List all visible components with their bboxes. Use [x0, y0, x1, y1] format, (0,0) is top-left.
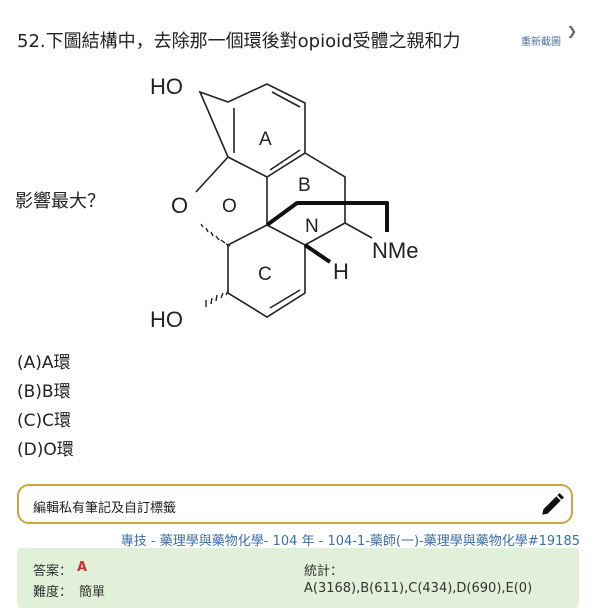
stats-label: 統計：	[304, 564, 344, 579]
pencil-icon	[542, 493, 564, 515]
ho-top-label: HO	[150, 74, 183, 99]
answer-value: A	[77, 560, 88, 575]
option-b[interactable]: (B)B環	[17, 382, 71, 402]
ring-a-label: A	[259, 129, 272, 150]
answer-label: 答案：	[33, 564, 73, 579]
option-d[interactable]: (D)O環	[17, 440, 74, 460]
source-link[interactable]: 專技 - 藥理學與藥物化學- 104 年 - 104-1-藥師(一)-藥理學與藥…	[120, 534, 580, 549]
edit-note-button[interactable]: 編輯私有筆記及自訂標籤	[17, 484, 573, 524]
ring-b-label: B	[298, 175, 311, 196]
ho-bottom-label: HO	[150, 307, 183, 332]
ring-o-label: O	[222, 196, 237, 217]
option-a[interactable]: (A)A環	[17, 353, 71, 373]
ring-c-label: C	[258, 264, 272, 285]
answer-panel: 答案： A 難度： 簡單 統計： A(3168),B(611),C(434),D…	[17, 548, 579, 608]
question-title: 52.下圖結構中，去除那一個環後對opioid受體之親和力	[17, 31, 461, 52]
difficulty-value: 簡單	[79, 585, 106, 600]
ring-n-label: N	[305, 216, 319, 237]
recapture-link[interactable]: 重新截圖	[521, 37, 561, 48]
difficulty-label: 難度：	[33, 585, 73, 600]
stats-value: A(3168),B(611),C(434),D(690),E(0)	[304, 581, 533, 596]
chevron-down-icon[interactable]: ❯	[567, 24, 578, 38]
question-continuation: 影響最大？	[15, 191, 105, 212]
morphine-structure: HO O HO A B O N C NMe H	[150, 74, 418, 332]
oxygen-label: O	[171, 193, 188, 218]
edit-note-label: 編輯私有筆記及自訂標籤	[33, 501, 177, 516]
h-label: H	[333, 259, 349, 284]
option-c[interactable]: (C)C環	[17, 411, 72, 431]
nme-label: NMe	[372, 238, 418, 263]
